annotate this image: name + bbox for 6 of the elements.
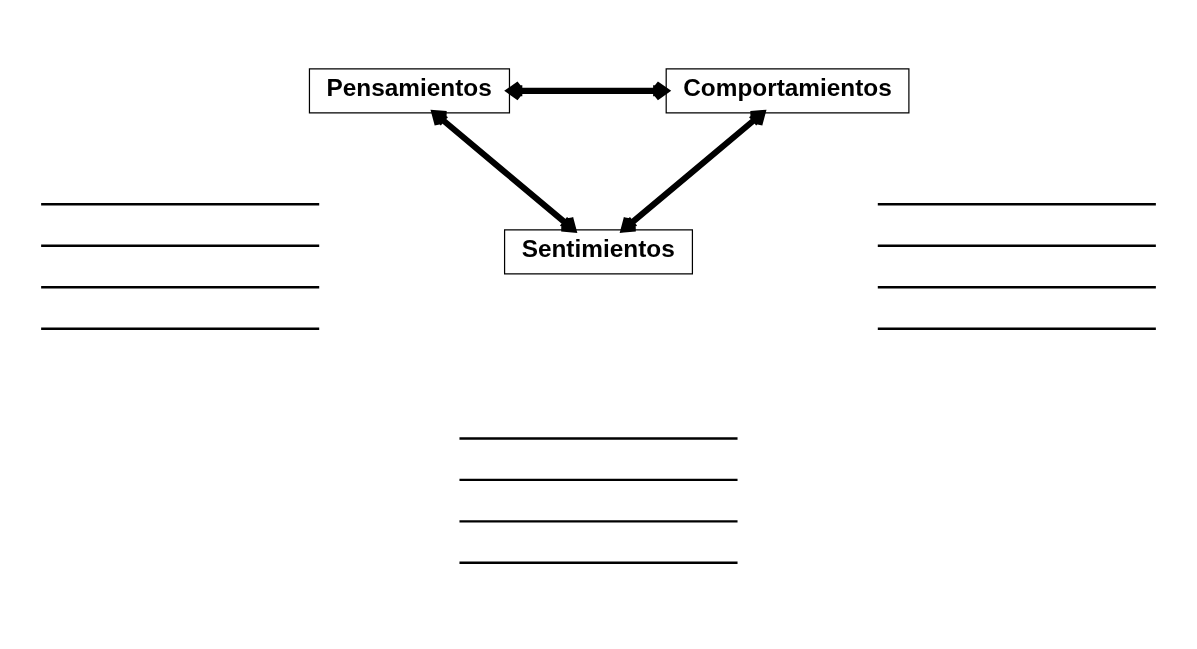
node-box: Pensamientos [308, 67, 511, 113]
arrow [506, 80, 669, 101]
node-box: Sentimientos [503, 228, 693, 274]
arrow [431, 109, 577, 232]
node-box: Comportamientos [665, 67, 910, 113]
arrow [620, 109, 766, 232]
